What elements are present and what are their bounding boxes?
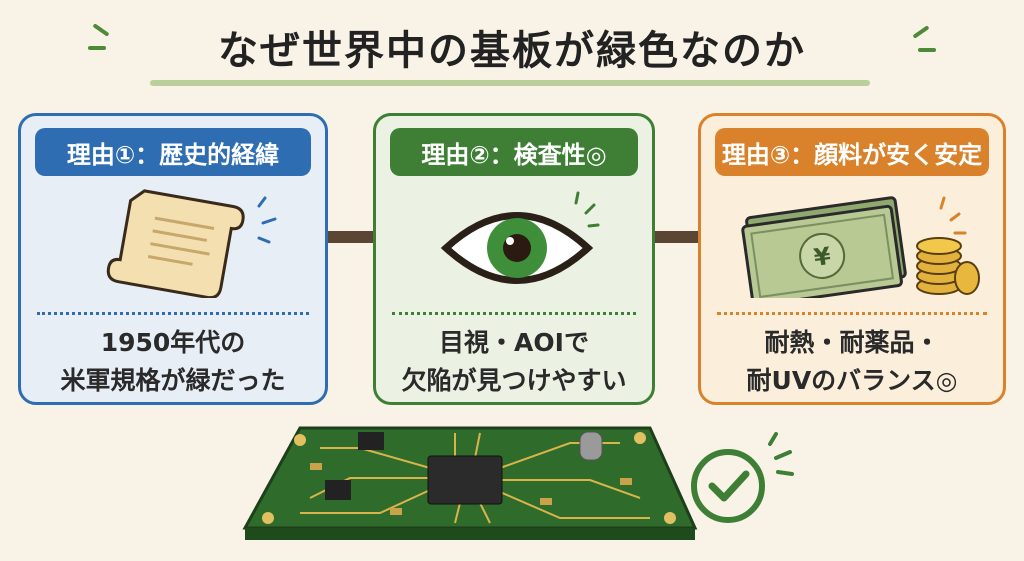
connector	[328, 231, 374, 243]
reason-card-pigment: 理由③：顔料が安く安定 ¥ 耐熱・耐薬品・ 耐UVのバランス◎	[698, 113, 1006, 405]
description-line: 1950年代の	[100, 328, 246, 357]
divider	[37, 312, 309, 315]
sparkle-mark	[88, 46, 106, 50]
description-line: 耐UVのバランス◎	[746, 366, 958, 395]
scroll-icon	[21, 188, 325, 300]
card-header: 理由②：検査性◎	[390, 128, 638, 176]
card-description: 目視・AOIで 欠陥が見つけやすい	[376, 324, 652, 400]
description-line: 米軍規格が緑だった	[60, 366, 286, 395]
divider	[392, 312, 636, 315]
pcb-illustration	[242, 426, 698, 540]
divider	[717, 312, 987, 315]
page-title: なぜ世界中の基板が緑色なのか	[218, 28, 806, 74]
money-icon: ¥	[701, 188, 1003, 307]
card-header: 理由①：歴史的経緯	[35, 128, 311, 176]
connector	[655, 231, 699, 243]
reason-card-history: 理由①：歴史的経緯 1950年代の 米軍規格が緑だった	[18, 113, 328, 405]
description-line: 欠陥が見つけやすい	[401, 366, 627, 395]
reason-card-inspection: 理由②：検査性◎ 目視・AOIで 欠陥が見つけやすい	[373, 113, 655, 405]
sparkle-mark	[918, 48, 936, 52]
description-line: 目視・AOIで	[439, 328, 589, 357]
card-description: 1950年代の 米軍規格が緑だった	[21, 324, 325, 400]
description-line: 耐熱・耐薬品・	[764, 328, 940, 357]
title-underline	[150, 80, 870, 86]
eye-icon	[376, 188, 652, 298]
card-header: 理由③：顔料が安く安定	[715, 128, 989, 176]
card-description: 耐熱・耐薬品・ 耐UVのバランス◎	[701, 324, 1003, 400]
yen-symbol: ¥	[812, 242, 833, 272]
checkmark-icon	[691, 432, 794, 523]
